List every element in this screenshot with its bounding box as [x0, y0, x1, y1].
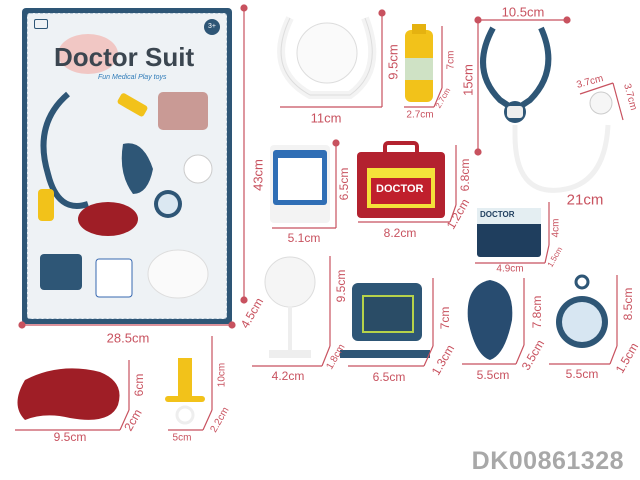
- product-code: DK00861328: [471, 447, 624, 475]
- dim-monitor-width: 6.5cm: [372, 370, 406, 384]
- dim-tray-height: 6cm: [132, 373, 146, 397]
- dim-clipboard-height: 6.5cm: [337, 167, 351, 201]
- clipboard: [270, 145, 330, 223]
- dim-stethoscope-width: 10.5cm: [501, 4, 545, 20]
- dim-syringe-height: 10cm: [216, 362, 228, 388]
- dim-tray-width: 9.5cm: [53, 430, 87, 444]
- stethoscope-head-piece: [277, 16, 377, 99]
- dim-mirror-height: 9.5cm: [334, 269, 348, 303]
- package-inner: 3+ Doctor Suit Fun Medical Play toys: [27, 13, 227, 319]
- dim-monitor-height: 7cm: [438, 306, 452, 330]
- dim-case-width: 8.2cm: [383, 226, 417, 240]
- dim-card-height: 4cm: [550, 218, 562, 238]
- dim-clipboard-width: 5.1cm: [287, 231, 321, 245]
- head-mirror: [264, 256, 316, 358]
- dim-card-width: 4.9cm: [496, 263, 524, 275]
- package-subtitle: Fun Medical Play toys: [98, 74, 167, 81]
- dim-case-height: 6.8cm: [458, 158, 472, 192]
- dim-mirror-width: 4.2cm: [271, 369, 305, 383]
- pocket-watch: [556, 274, 608, 348]
- toy-syringe: [165, 358, 205, 425]
- dim-watch-width: 5.5cm: [565, 367, 599, 381]
- heart-monitor: [340, 283, 430, 358]
- dim-package-width: 28.5cm: [106, 330, 150, 346]
- dimension-lines: [15, 4, 624, 431]
- package-title: Doctor Suit: [54, 42, 195, 72]
- doctor-case: [357, 141, 445, 218]
- dim-package-height: 43cm: [250, 159, 266, 191]
- heart-decoration: [58, 34, 118, 74]
- doctor-card: [477, 208, 541, 257]
- dim-head-width: 11cm: [310, 110, 342, 126]
- dim-syringe-width: 5cm: [172, 432, 192, 444]
- dim-watch-height: 8.5cm: [621, 287, 635, 321]
- case-doctor-label: DOCTOR: [376, 183, 424, 195]
- dim-head-height: 9.5cm: [385, 44, 401, 80]
- stethoscope: [480, 26, 613, 193]
- yellow-bottle: [405, 24, 433, 102]
- card-doctor-label: DOCTOR: [480, 210, 515, 219]
- dim-bottle-height: 7cm: [445, 50, 457, 70]
- dim-tube-length: 21cm: [566, 191, 604, 209]
- brand-logo: [34, 19, 48, 29]
- package-contents: [38, 91, 213, 299]
- dim-mask-width: 5.5cm: [476, 368, 510, 382]
- package-card: 3+ Doctor Suit Fun Medical Play toys: [22, 8, 232, 324]
- oxygen-mask: [467, 280, 513, 360]
- age-badge: 3+: [204, 19, 220, 35]
- dim-mask-height: 7.8cm: [530, 295, 544, 329]
- kidney-tray: [17, 368, 120, 420]
- dim-bottle-width: 2.7cm: [406, 109, 434, 121]
- dim-stethoscope-height: 15cm: [460, 64, 476, 96]
